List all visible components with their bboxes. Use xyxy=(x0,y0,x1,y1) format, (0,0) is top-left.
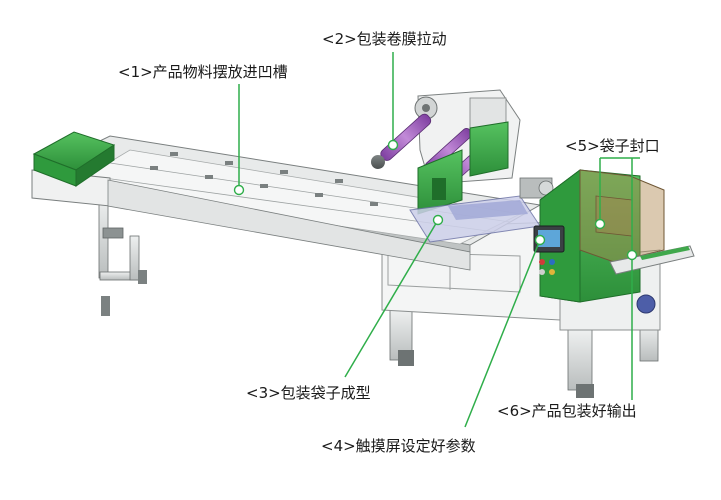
seal-hood xyxy=(579,169,665,263)
outfeed-conveyor xyxy=(609,245,695,275)
callout-step-3: <3>包装袋子成型 xyxy=(246,384,371,402)
callout-step-4: <4>触摸屏设定好参数 xyxy=(321,437,476,455)
support-legs xyxy=(98,197,659,398)
bag-former xyxy=(409,121,554,243)
callout-step-1: <1>产品物料摆放进凹槽 xyxy=(118,63,288,81)
callout-leaders xyxy=(238,52,640,428)
callout-dots xyxy=(233,139,638,261)
infeed-end-box xyxy=(32,131,116,187)
callout-step-6: <6>产品包装好输出 xyxy=(497,402,637,420)
callout-step-5: <5>袋子封口 xyxy=(565,137,660,155)
callout-step-2: <2>包装卷膜拉动 xyxy=(322,30,447,48)
